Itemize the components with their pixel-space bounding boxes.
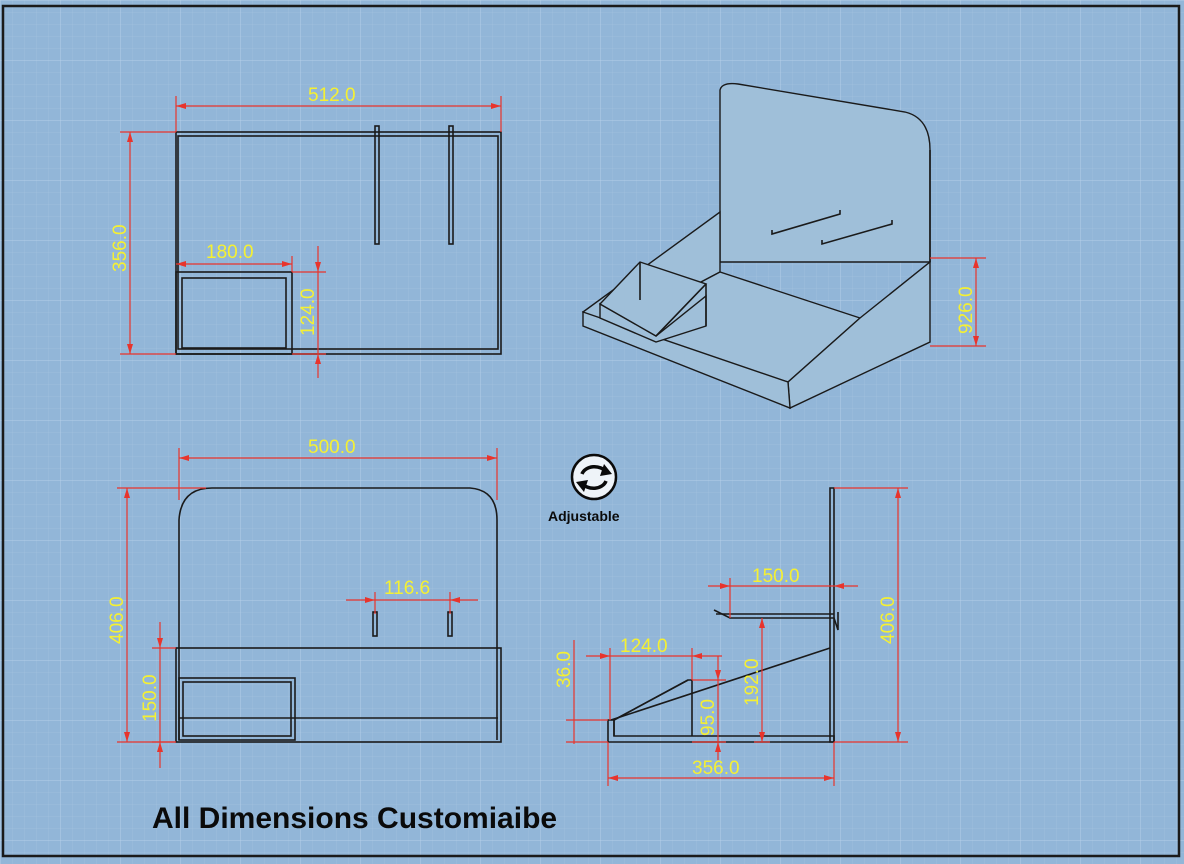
top-hook-left xyxy=(374,125,380,245)
front-view: 500.0 406.0 116.6 150.0 xyxy=(107,437,502,768)
front-back-panel xyxy=(178,487,498,740)
top-inner-outline xyxy=(177,135,499,350)
side-hook-length-label: 150.0 xyxy=(752,566,800,587)
sheet-border xyxy=(1,4,1181,858)
front-base-height-label: 150.0 xyxy=(140,674,161,722)
top-depth-label: 356.0 xyxy=(110,224,131,272)
top-pocket-inner xyxy=(181,277,287,349)
top-pocket-width-label: 180.0 xyxy=(206,242,254,263)
side-back-height-label: 406.0 xyxy=(878,596,899,644)
iso-back-panel xyxy=(719,82,931,263)
refresh-cycle-icon xyxy=(570,453,618,501)
side-slope xyxy=(610,647,831,721)
front-height-label: 406.0 xyxy=(107,596,128,644)
side-pocket-height-label: 95.0 xyxy=(698,699,719,736)
iso-hook-right xyxy=(821,220,893,246)
iso-tray-front-lip xyxy=(582,311,791,410)
side-pocket-length-label: 124.0 xyxy=(620,636,668,657)
side-depth-label: 356.0 xyxy=(692,758,740,779)
top-outer-outline xyxy=(175,131,502,355)
side-hook xyxy=(713,609,839,631)
adjustable-label: Adjustable xyxy=(548,508,620,524)
side-lip-height-label: 36.0 xyxy=(554,651,575,688)
caption: All Dimensions Customiaibe xyxy=(152,802,557,835)
isometric-view: 926.0 xyxy=(581,82,986,410)
iso-hook-left xyxy=(771,210,841,236)
side-hook-height-label: 192.0 xyxy=(742,658,763,706)
top-pocket-outer xyxy=(175,271,293,355)
front-base xyxy=(175,647,502,743)
iso-tray-right-wall xyxy=(787,260,931,410)
top-width-label: 512.0 xyxy=(308,85,356,106)
top-view: 512.0 356.0 180.0 124.0 xyxy=(110,85,502,378)
top-hook-right xyxy=(448,125,454,245)
iso-height-label: 926.0 xyxy=(956,286,977,334)
front-pocket-inner xyxy=(182,681,292,737)
side-view: 150.0 124.0 36.0 95.0 192.0 406.0 xyxy=(554,487,908,786)
front-width-label: 500.0 xyxy=(308,437,356,458)
front-hook-spacing-label: 116.6 xyxy=(384,578,430,599)
top-pocket-depth-label: 124.0 xyxy=(298,288,319,336)
front-pocket-outer xyxy=(178,677,296,741)
adjustable-badge: Adjustable xyxy=(548,453,620,524)
